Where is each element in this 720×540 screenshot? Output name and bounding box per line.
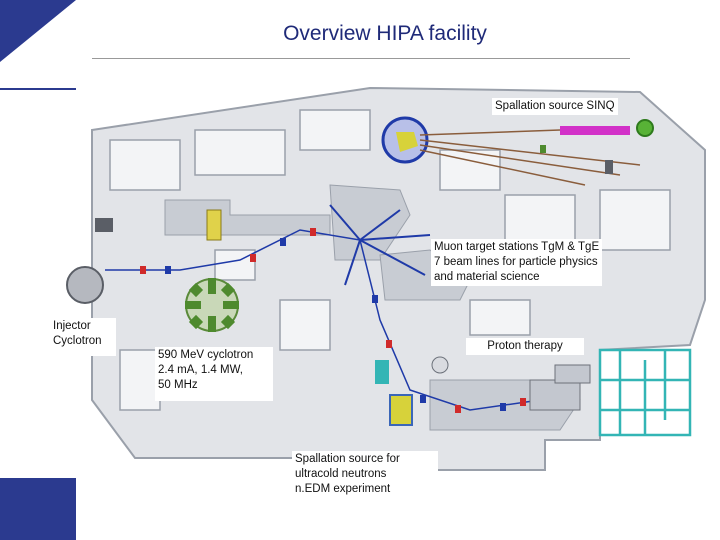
label-ucn-line-2: ultracold neutrons	[295, 468, 387, 480]
label-muon-line-2: 7 beam lines for particle physics	[434, 256, 598, 268]
label-cyclotron-line-2: 2.4 mA, 1.4 MW,	[158, 364, 243, 376]
injector-cyclotron	[66, 266, 104, 304]
corner-triangle-decoration	[0, 0, 76, 62]
label-ucn-line-1: Spallation source for	[295, 453, 400, 465]
proton-therapy-equipment	[431, 356, 591, 411]
wall-structures	[109, 109, 671, 411]
yellow-magnet	[206, 209, 222, 241]
beamline-magnets	[140, 228, 526, 413]
label-muon-targets: Muon target stations TgM & TgE 7 beam li…	[431, 239, 603, 286]
label-proton-text: Proton therapy	[487, 340, 563, 352]
sinq-green-detector	[636, 119, 654, 137]
label-injector-line-2: Cyclotron	[53, 335, 102, 347]
ucn-tank	[375, 360, 389, 384]
label-590-cyclotron: 590 MeV cyclotron 2.4 mA, 1.4 MW, 50 MHz	[155, 347, 273, 401]
label-injector-line-1: Injector	[53, 320, 91, 332]
proton-therapy-hall	[598, 348, 692, 437]
sinq-magnet	[560, 126, 630, 135]
sinq-core	[396, 132, 418, 152]
label-sinq: Spallation source SINQ	[492, 98, 618, 115]
ucn-source	[389, 394, 413, 426]
label-cyclotron-line-3: 50 MHz	[158, 379, 198, 391]
misc-equipment	[95, 145, 613, 232]
corner-block-decoration	[0, 478, 76, 540]
label-ucn-source: Spallation source for ultracold neutrons…	[292, 451, 438, 513]
title-rule	[92, 58, 630, 59]
label-ucn-line-3: n.EDM experiment	[295, 483, 391, 495]
label-muon-line-3: and material science	[434, 271, 540, 283]
proton-beamline	[105, 229, 541, 411]
corner-rule-decoration	[0, 88, 76, 90]
page-title: Overview HIPA facility	[283, 22, 487, 45]
label-proton-therapy: Proton therapy	[466, 338, 584, 355]
label-sinq-text: Spallation source SINQ	[495, 100, 615, 112]
neutron-guides	[419, 129, 641, 186]
label-injector-cyclotron: Injector Cyclotron	[50, 318, 116, 356]
label-muon-line-1: Muon target stations TgM & TgE	[434, 241, 600, 253]
label-cyclotron-line-1: 590 MeV cyclotron	[158, 349, 254, 361]
muon-beamlines	[329, 204, 431, 286]
ring-cyclotron	[185, 278, 239, 332]
